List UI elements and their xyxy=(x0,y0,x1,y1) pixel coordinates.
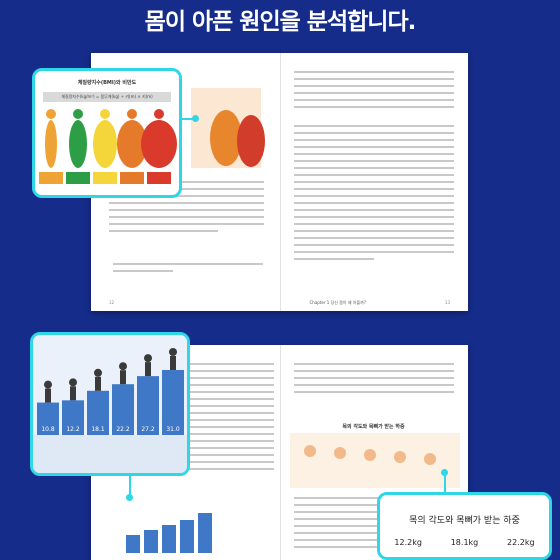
posture-figure xyxy=(70,386,76,401)
posture-figure xyxy=(119,362,127,371)
posture-label-strip xyxy=(33,435,187,473)
body-text-right-bottom xyxy=(293,497,384,553)
body-text xyxy=(109,181,264,237)
posture-chart: 10.8 12.2 18.1 22.2 27.2 31.0 xyxy=(33,335,187,473)
bmi-figure-head xyxy=(154,109,164,119)
posture-figure xyxy=(44,380,52,389)
page-left xyxy=(91,345,280,560)
posture-figure xyxy=(94,368,102,377)
body-text-right-top xyxy=(293,71,454,113)
neck-load-1: 12.2kg xyxy=(394,538,422,547)
posture-value: 31.0 xyxy=(166,426,180,433)
posture-value: 22.2 xyxy=(116,426,130,433)
bmi-category-label xyxy=(66,172,90,184)
posture-figure xyxy=(169,348,177,356)
callout-neck-title: 목의 각도와 목뼈가 받는 하중 xyxy=(409,516,520,526)
page-left: 12 xyxy=(91,53,280,311)
headline: 몸이 아픈 원인을 분석합니다. xyxy=(144,9,417,35)
bmi-figure-head xyxy=(46,109,56,119)
neck-figure-title: 목의 각도와 목뼈가 받는 하중 xyxy=(342,424,405,430)
connector-line xyxy=(182,118,194,120)
posture-figure xyxy=(120,370,126,385)
gutter xyxy=(279,53,281,311)
body-text-right-mid xyxy=(293,125,454,265)
posture-bar xyxy=(87,390,109,435)
bmi-figure-body xyxy=(117,120,147,168)
bmi-category-label xyxy=(93,172,117,184)
posture-chart-small xyxy=(126,513,212,553)
bmi-category-label xyxy=(120,172,144,184)
bmi-figure-head xyxy=(100,109,110,119)
callout-bmi-title: 체질량지수(BMI)와 비만도 xyxy=(77,80,137,86)
neck-load-3: 22.2kg xyxy=(507,538,535,547)
posture-bar xyxy=(37,402,59,435)
posture-bar xyxy=(62,400,84,435)
bmi-figure-body xyxy=(45,120,57,168)
neck-load-values: 12.2kg 18.1kg 22.2kg xyxy=(380,538,549,547)
gutter xyxy=(279,345,281,560)
posture-value: 18.1 xyxy=(91,426,105,433)
page-number-right: 13 xyxy=(444,300,450,305)
connector-line xyxy=(129,476,131,496)
callout-neck: 목의 각도와 목뼈가 받는 하중 12.2kg 18.1kg 22.2kg xyxy=(377,492,552,560)
body-text xyxy=(179,363,274,475)
posture-bar xyxy=(162,370,184,435)
bmi-figure-head xyxy=(73,109,83,119)
book-spread-top: 12 13 Chapter 1 당신 몸이 왜 아플까? xyxy=(91,53,468,311)
bullet-text xyxy=(113,263,263,277)
posture-figure xyxy=(69,378,77,387)
posture-value: 27.2 xyxy=(141,426,155,433)
posture-figure xyxy=(145,362,151,377)
posture-bar xyxy=(137,376,159,435)
page-number-left: 12 xyxy=(109,300,115,305)
posture-figure xyxy=(45,388,51,403)
callout-posture: 10.8 12.2 18.1 22.2 27.2 31.0 xyxy=(30,332,190,476)
connector-dot xyxy=(441,469,448,476)
posture-value: 12.2 xyxy=(66,426,80,433)
connector-dot xyxy=(126,494,133,501)
callout-bmi: 체질량지수(BMI)와 비만도 체질량지수(kg/m²) = 몸무게(kg) ÷… xyxy=(32,68,182,198)
page-right: 목의 각도와 목뼈가 받는 하중 xyxy=(280,345,469,560)
bmi-figure-body xyxy=(69,120,87,168)
posture-bar xyxy=(112,384,134,435)
page-right: 13 Chapter 1 당신 몸이 왜 아플까? xyxy=(280,53,469,311)
posture-figure xyxy=(144,354,152,363)
bmi-figure-head xyxy=(127,109,137,119)
posture-figure xyxy=(170,356,176,370)
bmi-illustration-bg xyxy=(191,88,265,168)
bmi-category-label xyxy=(39,172,63,184)
bmi-figure-body xyxy=(141,120,177,168)
posture-value: 10.8 xyxy=(41,426,55,433)
bmi-formula: 체질량지수(kg/m²) = 몸무게(kg) ÷ 키(m) × 키(m) xyxy=(43,92,171,102)
neck-load-2: 18.1kg xyxy=(450,538,479,547)
connector-line xyxy=(444,472,446,492)
bmi-category-label xyxy=(147,172,171,184)
body-text-right xyxy=(293,363,454,398)
bmi-figure-body xyxy=(93,120,117,168)
bmi-body-figures xyxy=(39,109,177,184)
connector-dot xyxy=(192,115,199,122)
posture-figure xyxy=(95,376,101,391)
neck-figures xyxy=(289,433,460,488)
running-head: Chapter 1 당신 몸이 왜 아플까? xyxy=(309,300,366,305)
